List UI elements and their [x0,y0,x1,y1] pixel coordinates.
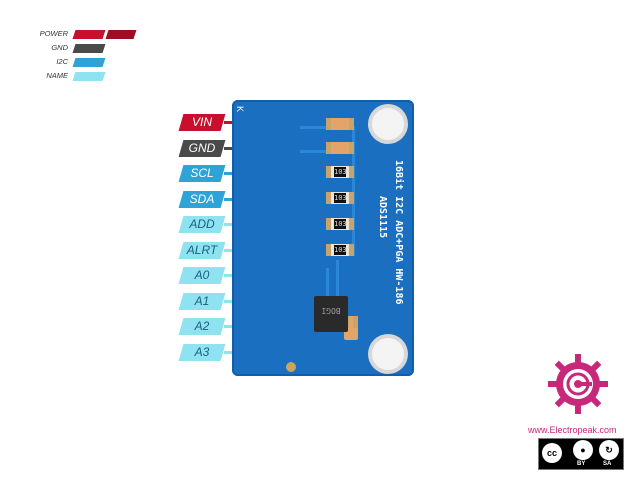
sa-icon: ↻ [599,440,619,460]
pin-tag-a0: A0 [178,267,226,284]
pin-tag-a3: A3 [178,343,226,361]
pin-tag-label: A0 [194,268,210,282]
legend-swatch [72,44,106,53]
website-link[interactable]: www.Electropeak.com [528,425,617,435]
pin-tag-label: VIN [191,115,212,129]
legend-item: I2C [0,56,160,68]
pin-tag-label: GND [188,140,216,155]
legend-swatch [72,30,106,39]
electropeak-logo-icon [548,354,608,414]
cc-license-badge: cc ● ↻ BY SA [538,438,624,470]
board-title: 16Bit I2C ADC+PGA HW-186 [393,160,404,305]
legend-swatch [72,58,106,67]
pin-tag-gnd: GND [178,139,226,157]
pin-tag-label: ADD [189,217,215,231]
resistor-code: 103 [334,167,347,177]
mount-hole-bottom [372,338,404,370]
license-by: BY [577,461,586,467]
legend-label: GND [51,43,68,52]
pin-tag-scl: SCL [178,165,226,182]
pin-tag-vin: VIN [178,114,226,131]
pin-tag-label: A2 [194,319,210,333]
capacitor [326,142,354,154]
chip-marking: BOGI [321,306,341,315]
mount-hole-top [372,108,404,140]
resistor-code: 103 [334,219,347,229]
capacitor [326,118,354,130]
board-trace [336,260,339,298]
resistor: 103 [326,192,354,204]
resistor: 103 [326,166,354,178]
legend-item: POWER [0,28,160,40]
corner-mark: K [235,105,246,113]
pin-tag-label: SCL [190,166,214,180]
legend-item: NAME [0,70,160,82]
resistor: 103 [326,218,354,230]
adc-chip: BOGI [314,296,348,332]
legend-item: GND [0,42,160,54]
resistor-code: 103 [334,245,347,255]
resistor: 103 [326,244,354,256]
pin-tag-label: SDA [189,191,215,206]
pin-tag-a1: A1 [178,292,226,310]
legend-swatch [72,72,106,81]
gold-pad [286,362,296,372]
cc-icon: cc [542,443,562,463]
pin-tag-add: ADD [178,216,226,233]
legend-label: NAME [46,71,68,80]
board-trace [326,268,329,298]
pin-tag-label: A1 [194,293,210,308]
legend-label: POWER [39,29,68,38]
pin-tag-sda: SDA [178,190,226,208]
by-icon: ● [573,440,593,460]
pin-tag-a2: A2 [178,318,226,335]
pin-tag-alrt: ALRT [178,241,226,259]
legend-label: I2C [56,57,68,66]
chip-name: ADS1115 [377,196,388,239]
license-sa: SA [603,461,612,467]
resistor-code: 103 [334,193,347,203]
legend-swatch [105,30,137,39]
pin-tag-label: ALRT [186,242,218,257]
board-trace [352,126,355,256]
pin-tag-label: A3 [194,344,210,359]
